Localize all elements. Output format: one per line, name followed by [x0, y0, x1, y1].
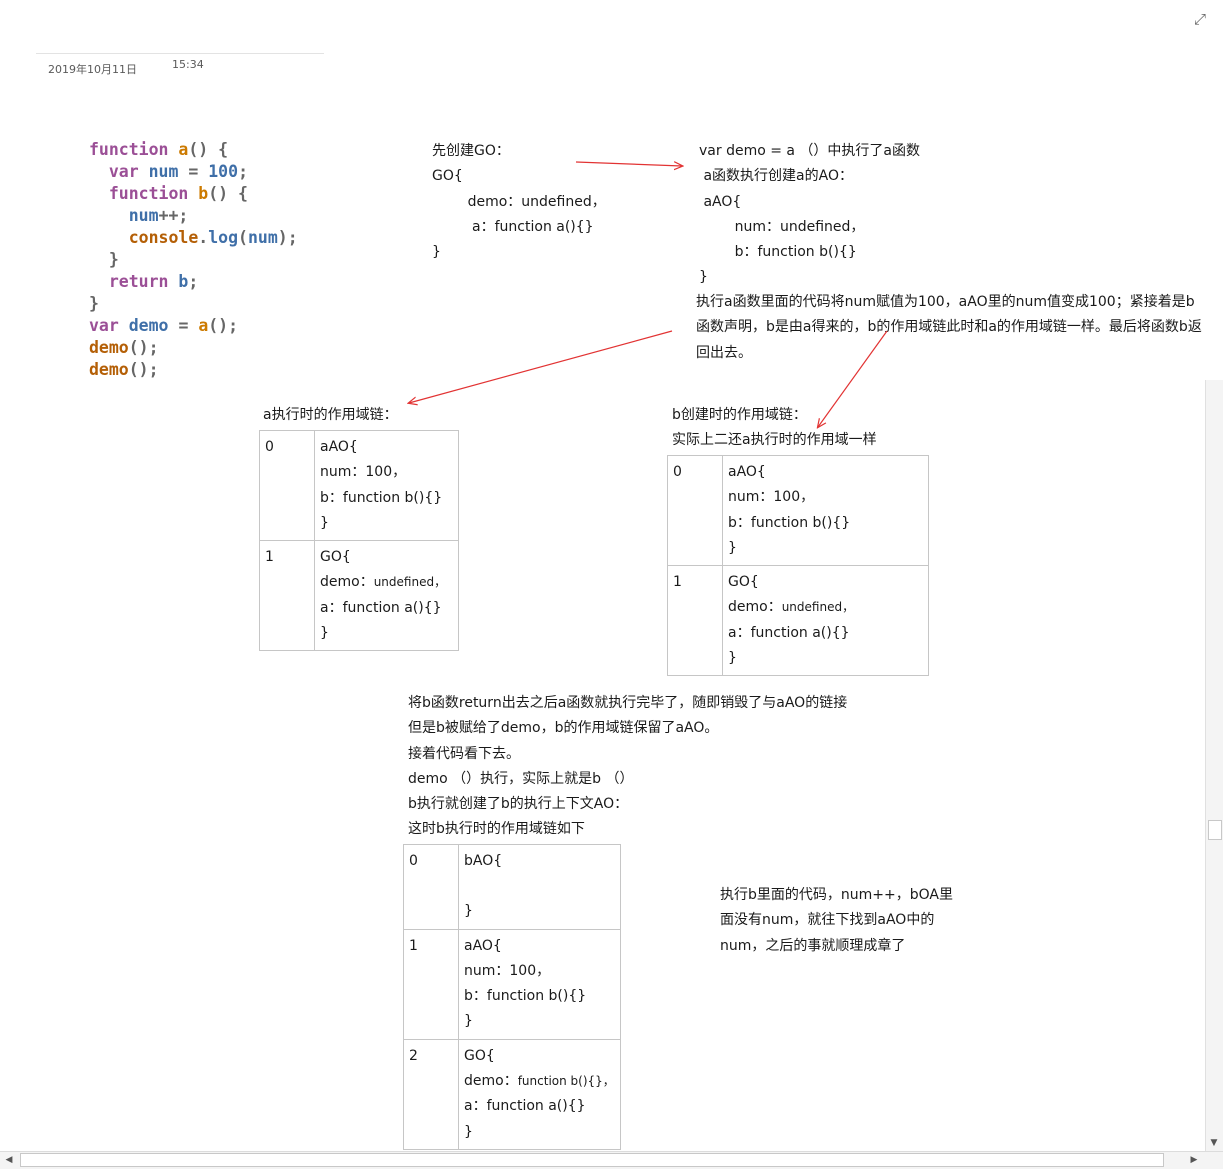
note-date: 2019年10月11日 [48, 63, 137, 76]
scroll-right-arrow-icon[interactable]: ▶ [1190, 1155, 1198, 1165]
header-divider [36, 53, 324, 54]
table-row: 0 aAO{ num：100， b：function b(){} } [259, 429, 459, 542]
b-scope-chain-table: 0 aAO{ num：100， b：function b(){} } 1 GO{… [667, 454, 929, 677]
arrow-to-b-scope [818, 330, 888, 427]
scroll-left-arrow-icon[interactable]: ◀ [5, 1155, 13, 1165]
final-explanation-note: 执行b里面的代码，num++，bOA里 面没有num，就往下找到aAO中的 nu… [720, 887, 953, 954]
execution-note: 执行a函数里面的代码将num赋值为100，aAO里的num值变成100；紧接着是… [696, 294, 1202, 361]
b-scope-subtitle: 实际上二还a执行时的作用域一样 [672, 432, 877, 448]
table-row: 0 aAO{ num：100， b：function b(){} } [667, 454, 929, 567]
horizontal-scrollbar[interactable]: ◀ ▶ [0, 1151, 1223, 1169]
note-time: 15:34 [172, 58, 204, 71]
ao-creation-note: var demo = a （）中执行了a函数 a函数执行创建a的AO： aAO{… [699, 143, 921, 286]
vertical-scrollbar[interactable]: ▼ [1205, 380, 1223, 1152]
table-row: 1 GO{ demo：undefined， a：function a(){} } [667, 565, 929, 677]
a-scope-chain-table: 0 aAO{ num：100， b：function b(){} } 1 GO{… [259, 429, 459, 652]
arrow-to-a-scope [409, 330, 673, 403]
code-block: function a() { var num = 100; function b… [89, 140, 298, 379]
table-row: 1 GO{ demo：undefined， a：function a(){} } [259, 540, 459, 652]
a-scope-title: a执行时的作用域链： [263, 407, 398, 423]
scroll-down-arrow-icon[interactable]: ▼ [1210, 1138, 1218, 1148]
arrow-go-to-ao [575, 162, 682, 166]
go-creation-note: 先创建GO： GO{ demo：undefined， a：function a(… [432, 143, 606, 261]
table-row: 2 GO{ demo：function b(){}， a：function a(… [403, 1038, 621, 1150]
b-exec-scope-chain-table: 0 bAO{ } 1 aAO{ num：100， b：function b(){… [403, 844, 621, 1150]
b-scope-title: b创建时的作用域链： [672, 407, 807, 423]
vertical-scroll-thumb[interactable] [1208, 820, 1222, 840]
expand-icon[interactable]: ⤢ [1193, 10, 1206, 28]
return-explanation-note: 将b函数return出去之后a函数就执行完毕了，随即销毁了与aAO的链接 但是b… [408, 695, 848, 838]
horizontal-scroll-thumb[interactable] [20, 1153, 1164, 1167]
table-row: 0 bAO{ } [403, 844, 621, 930]
table-row: 1 aAO{ num：100， b：function b(){} } [403, 928, 621, 1040]
